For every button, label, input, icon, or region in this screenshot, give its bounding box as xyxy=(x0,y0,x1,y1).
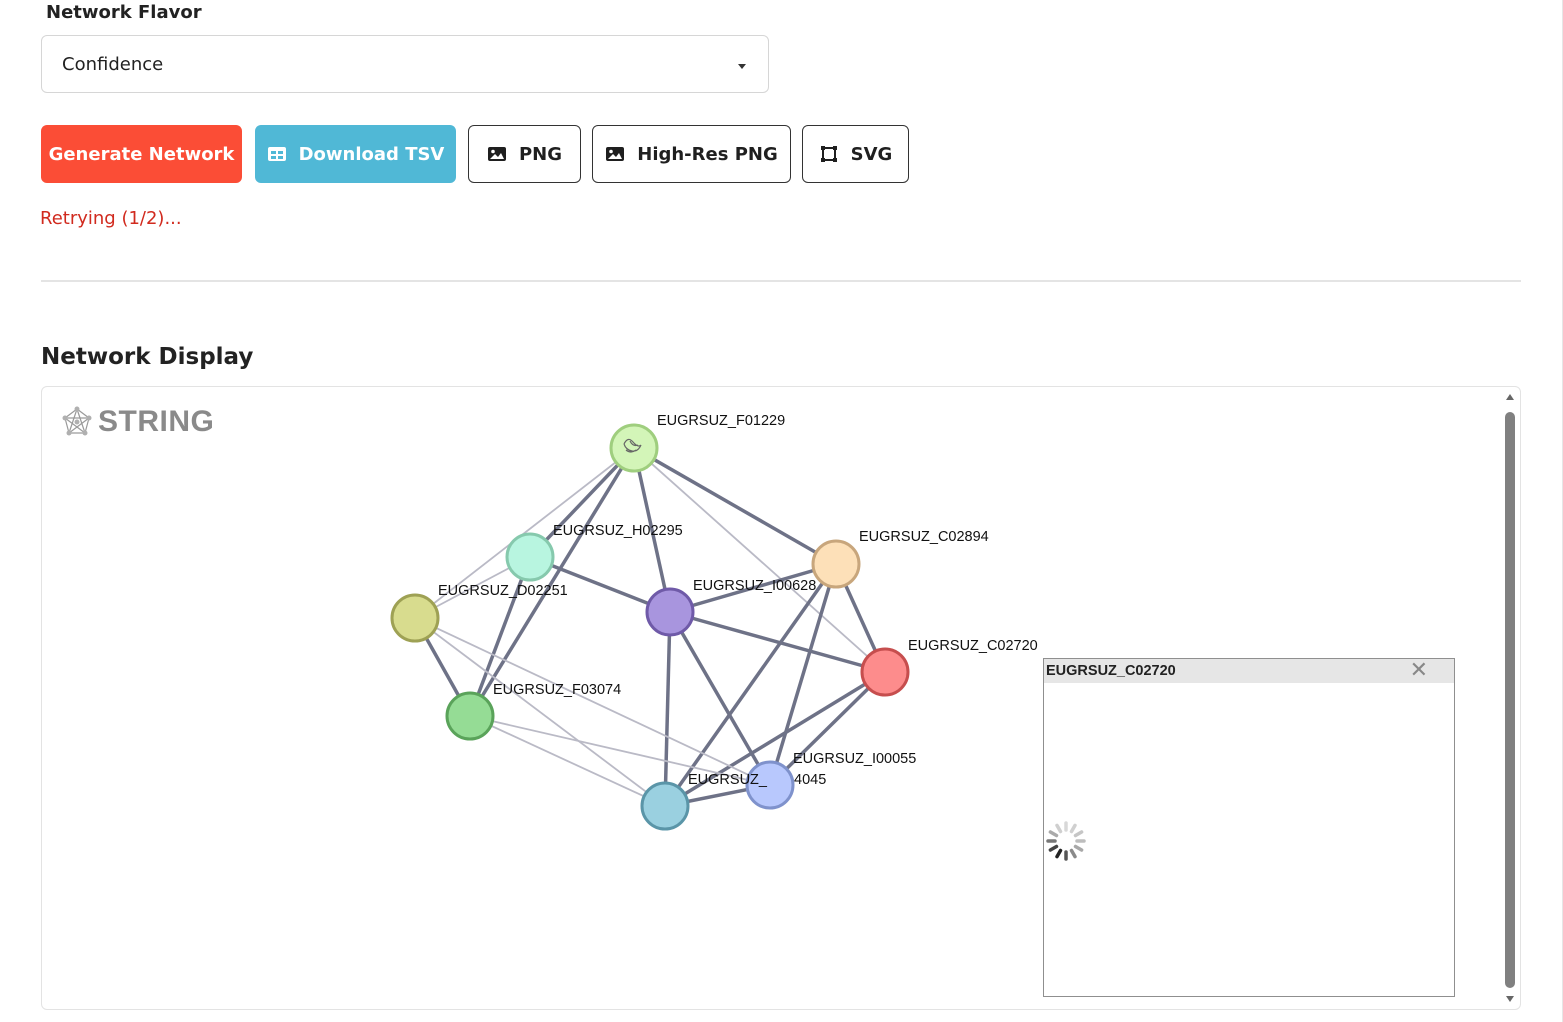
high-res-png-label: High-Res PNG xyxy=(637,143,778,165)
edge-F01229-I00628[interactable] xyxy=(632,447,672,613)
node-circle[interactable] xyxy=(645,587,695,637)
network-flavor-label: Network Flavor xyxy=(46,2,202,23)
edge-I00628-X04045[interactable] xyxy=(663,611,672,807)
svg-label: SVG xyxy=(850,143,893,165)
node-label: EUGRSUZ_ xyxy=(688,772,768,788)
popup-title: EUGRSUZ_C02720 xyxy=(1046,663,1176,679)
node-I00628[interactable]: EUGRSUZ_I00628 xyxy=(645,578,816,637)
edge-F01229-H02295[interactable] xyxy=(528,446,636,559)
edge-H02295-I00628[interactable] xyxy=(529,555,671,614)
scroll-down-arrow-icon[interactable] xyxy=(1506,996,1514,1002)
edge-F03074-I00055[interactable] xyxy=(469,715,771,786)
node-F03074[interactable]: EUGRSUZ_F03074 xyxy=(445,682,621,741)
caret-down-icon xyxy=(738,64,746,69)
node-info-popup[interactable]: EUGRSUZ_C02720 ✕ xyxy=(1043,658,1455,997)
string-logo-text: STRING xyxy=(98,405,215,438)
network-flavor-select[interactable]: Confidence xyxy=(41,35,769,93)
png-button[interactable]: PNG xyxy=(468,125,581,183)
popup-header: EUGRSUZ_C02720 ✕ xyxy=(1044,659,1454,683)
node-label: EUGRSUZ_F01229 xyxy=(657,413,785,429)
edge-C02894-X04045[interactable] xyxy=(663,562,838,808)
edge-F01229-D02251[interactable] xyxy=(414,447,635,619)
png-label: PNG xyxy=(518,143,563,165)
node-I00055[interactable]: EUGRSUZ_I00055 xyxy=(745,751,916,810)
svg-button[interactable]: SVG xyxy=(802,125,909,183)
loading-spinner-icon xyxy=(1046,821,1086,861)
generate-network-button[interactable]: Generate Network xyxy=(41,125,242,183)
node-D02251[interactable]: EUGRSUZ_D02251 xyxy=(390,583,568,643)
generate-network-label: Generate Network xyxy=(48,143,235,165)
node-label: EUGRSUZ_H02295 xyxy=(553,523,683,539)
network-flavor-value: Confidence xyxy=(62,54,164,75)
node-C02720[interactable]: EUGRSUZ_C02720 xyxy=(860,638,1038,697)
node-label: EUGRSUZ_C02894 xyxy=(859,529,989,545)
table-icon xyxy=(267,147,286,161)
high-res-png-button[interactable]: High-Res PNG xyxy=(592,125,791,183)
string-logo: STRING xyxy=(60,405,214,439)
edge-C02894-I00055[interactable] xyxy=(768,563,838,786)
node-H02295[interactable]: EUGRSUZ_H02295 xyxy=(505,523,683,582)
node-C02894[interactable]: EUGRSUZ_C02894 xyxy=(811,529,989,589)
protein-structure-icon xyxy=(623,438,642,453)
node-circle[interactable] xyxy=(390,593,440,643)
node-circle[interactable] xyxy=(640,781,690,831)
node-circle[interactable] xyxy=(445,691,495,741)
node-label: EUGRSUZ_F03074 xyxy=(493,682,621,698)
vector-square-icon xyxy=(820,146,837,162)
node-label: EUGRSUZ_I00055 xyxy=(793,751,916,767)
node-label: EUGRSUZ_D02251 xyxy=(438,583,568,599)
node-F01229[interactable]: EUGRSUZ_F01229 xyxy=(609,413,785,473)
divider xyxy=(41,280,1521,282)
edge-D02251-X04045[interactable] xyxy=(414,617,666,807)
edge-F03074-X04045[interactable] xyxy=(469,715,666,807)
image-icon xyxy=(487,147,506,161)
node-label: EUGRSUZ_C02720 xyxy=(908,638,1038,654)
close-icon[interactable]: ✕ xyxy=(1409,658,1428,683)
node-circle[interactable] xyxy=(745,760,795,810)
node-label: EUGRSUZ_I00628 xyxy=(693,578,816,594)
download-tsv-label: Download TSV xyxy=(298,143,445,165)
scroll-thumb[interactable] xyxy=(1505,412,1515,988)
string-network-icon xyxy=(62,406,92,436)
network-display-title: Network Display xyxy=(41,344,254,370)
node-label-tail: 4045 xyxy=(794,772,826,788)
edge-I00628-I00055[interactable] xyxy=(668,611,772,786)
edge-D02251-I00055[interactable] xyxy=(414,617,771,786)
scroll-up-arrow-icon[interactable] xyxy=(1506,394,1514,400)
retry-status: Retrying (1/2)... xyxy=(40,208,182,229)
node-circle[interactable] xyxy=(860,647,910,697)
edge-C02720-X04045[interactable] xyxy=(664,670,886,808)
node-X04045[interactable]: EUGRSUZ_ 4045 xyxy=(640,772,826,831)
node-circle[interactable] xyxy=(811,539,861,589)
edge-I00628-C02720[interactable] xyxy=(669,610,886,674)
vertical-scrollbar[interactable] xyxy=(1503,392,1517,1004)
edge-C02720-I00055[interactable] xyxy=(768,670,887,787)
edge-H02295-F03074[interactable] xyxy=(468,556,532,717)
download-tsv-button[interactable]: Download TSV xyxy=(255,125,456,183)
edge-F01229-F03074[interactable] xyxy=(468,447,636,717)
edge-I00628-C02894[interactable] xyxy=(669,562,837,614)
node-circle[interactable] xyxy=(609,423,659,473)
image-icon xyxy=(606,147,625,161)
edge-F01229-C02720[interactable] xyxy=(633,447,886,673)
edge-F01229-C02894[interactable] xyxy=(633,446,837,566)
node-circle[interactable] xyxy=(505,532,555,582)
